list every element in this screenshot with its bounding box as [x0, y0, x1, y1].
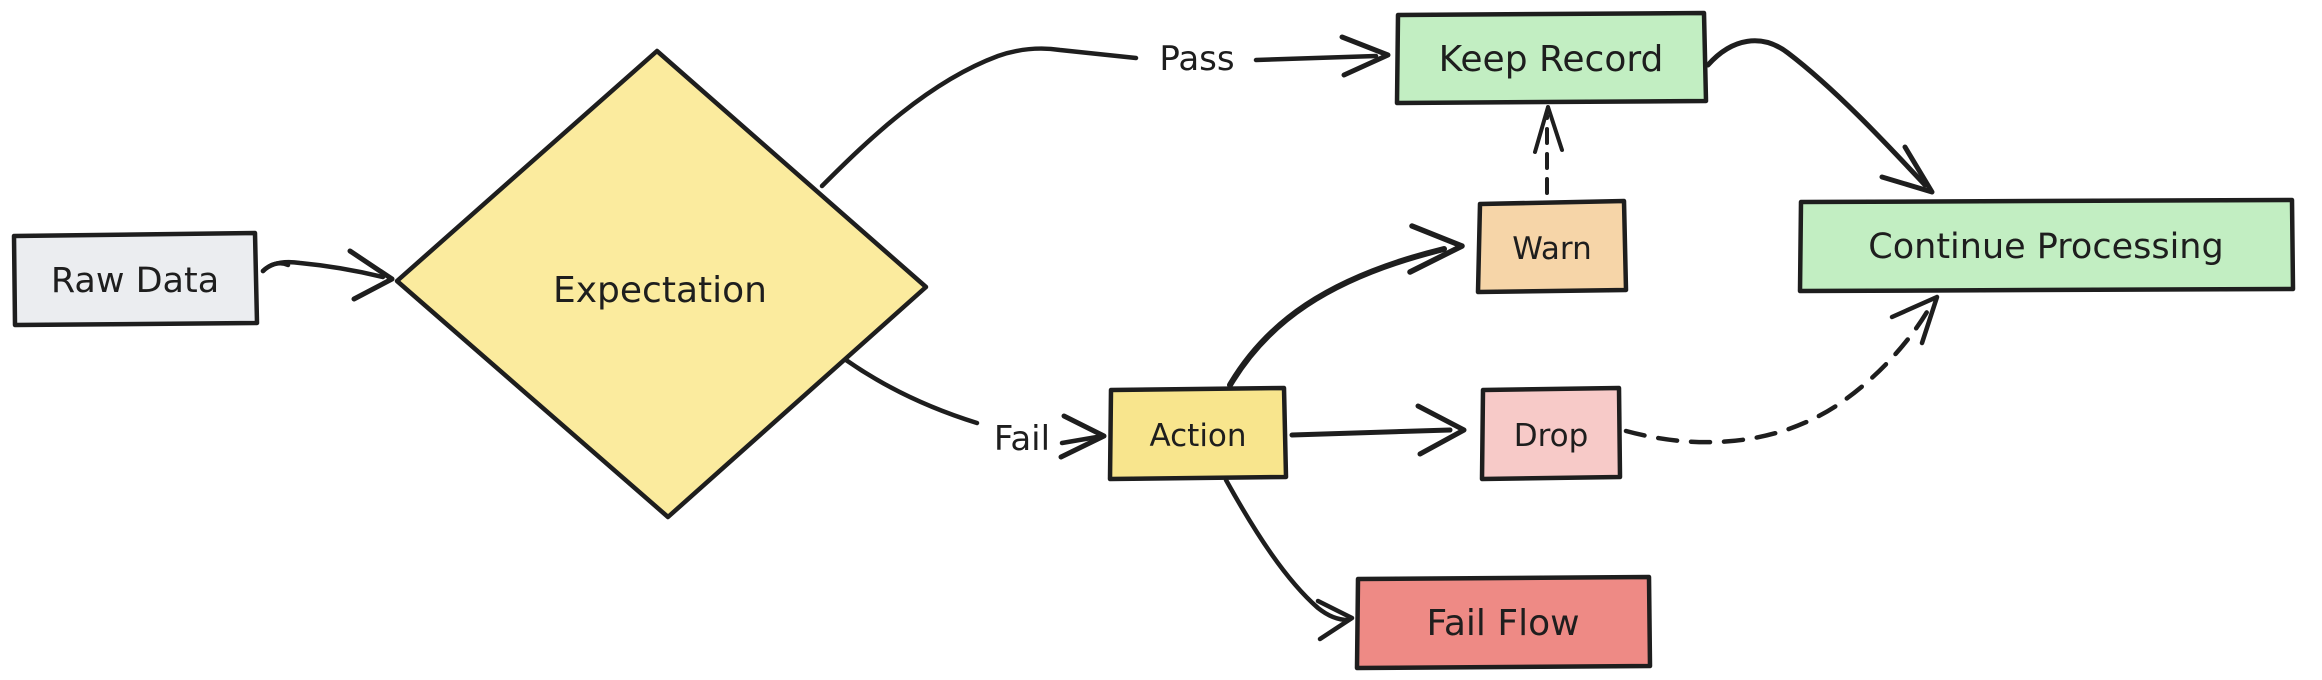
node-fail-flow — [1354, 574, 1653, 671]
label-fail-flow: Fail Flow — [1426, 603, 1579, 644]
arrowhead — [1415, 403, 1467, 457]
edge-drop-to-continue-processing — [1623, 294, 1940, 445]
edge-expectation-to-keep-record — [819, 34, 1391, 189]
node-continue-processing — [1797, 197, 2296, 294]
node-action — [1107, 385, 1289, 482]
arrowhead — [1315, 598, 1355, 642]
node-drop — [1479, 385, 1623, 482]
edge-expectation-to-action — [843, 357, 1107, 460]
edge-label-pass: Pass — [1159, 39, 1234, 79]
edge-action-to-drop — [1289, 403, 1467, 457]
edges — [260, 34, 1940, 642]
label-continue-processing: Continue Processing — [1868, 227, 2223, 267]
edge-keep-record-to-continue-processing — [1705, 38, 1935, 195]
arrowhead — [1407, 223, 1465, 275]
edge-warn-to-keep-record — [1533, 105, 1564, 195]
nodes — [11, 10, 2296, 671]
node-expectation — [394, 48, 929, 520]
edge-action-to-warn — [1227, 223, 1465, 388]
arrowhead — [1339, 34, 1391, 78]
arrowhead — [1058, 413, 1107, 460]
edge-label-fail: Fail — [994, 419, 1050, 459]
arrowhead — [1533, 105, 1564, 154]
label-drop: Drop — [1514, 418, 1589, 454]
arrowhead — [347, 248, 395, 302]
label-warn: Warn — [1512, 231, 1592, 267]
label-action: Action — [1149, 418, 1246, 454]
labels: Raw Data Expectation Keep Record Warn Ac… — [51, 39, 2224, 644]
arrowhead — [1889, 294, 1940, 346]
edge-action-to-fail-flow — [1223, 477, 1355, 642]
arrowhead — [1879, 144, 1935, 195]
node-raw-data — [11, 230, 260, 328]
edge-raw-data-to-expectation — [260, 248, 395, 302]
label-raw-data: Raw Data — [51, 261, 219, 301]
node-keep-record — [1394, 10, 1709, 106]
label-expectation: Expectation — [553, 270, 767, 311]
node-warn — [1475, 198, 1629, 295]
label-keep-record: Keep Record — [1439, 39, 1664, 80]
